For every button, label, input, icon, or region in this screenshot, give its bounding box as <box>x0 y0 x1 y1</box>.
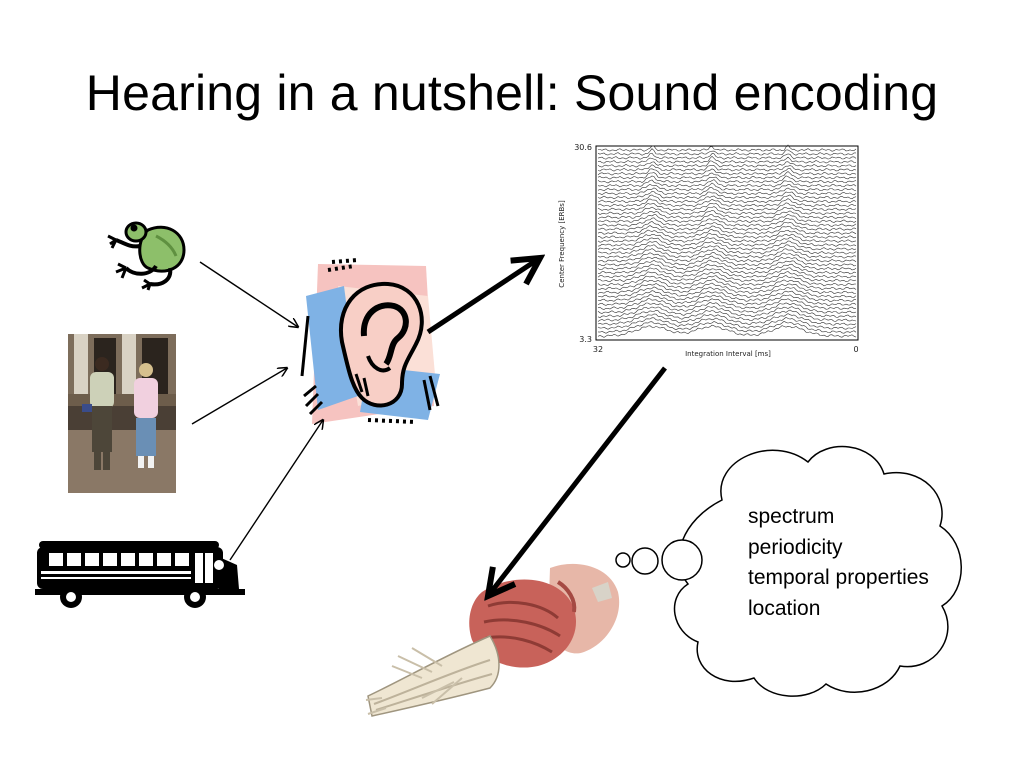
channel-trace <box>597 202 857 211</box>
channel-trace <box>597 233 857 243</box>
channel-trace <box>597 190 857 200</box>
y-axis-label: Center Frequency [ERBs] <box>558 200 566 288</box>
channel-trace <box>597 209 857 219</box>
channel-trace <box>597 160 857 168</box>
x-left-tick: 32 <box>593 345 603 354</box>
channel-trace <box>597 167 857 176</box>
channel-trace <box>597 267 857 279</box>
channel-trace <box>597 244 857 255</box>
arrow-frog-to-ear <box>199 261 298 327</box>
channel-trace <box>597 198 857 208</box>
channel-trace <box>597 324 857 338</box>
channel-trace <box>597 182 857 192</box>
thought-item-location: location <box>748 596 821 620</box>
channel-trace <box>597 298 856 310</box>
channel-trace <box>597 248 857 259</box>
channel-trace <box>597 313 857 326</box>
channel-trace <box>597 194 857 204</box>
people-photo <box>68 334 176 493</box>
channel-trace <box>597 229 857 239</box>
channel-trace <box>597 236 857 247</box>
channel-trace <box>597 252 857 263</box>
channel-trace <box>597 302 857 314</box>
thought-item-temporal-properties: temporal properties <box>748 566 929 589</box>
channel-trace <box>597 271 857 283</box>
channel-trace <box>597 175 857 184</box>
channel-trace <box>597 306 857 318</box>
channel-trace <box>598 144 857 152</box>
channel-trace <box>597 225 857 235</box>
channel-trace <box>597 155 857 164</box>
channel-trace <box>597 221 857 231</box>
channel-trace <box>597 259 857 271</box>
channel-trace <box>597 294 857 306</box>
thought-bubble-list: spectrum periodicity temporal properties… <box>748 502 929 624</box>
slide-title: Hearing in a nutshell: Sound encoding <box>85 65 939 121</box>
channel-trace <box>597 278 857 291</box>
arrow-people-to-ear <box>191 368 287 425</box>
x-axis-label: Integration Interval [ms] <box>685 350 771 358</box>
channel-trace <box>597 164 857 172</box>
channel-trace <box>597 282 857 294</box>
channel-trace <box>597 148 856 156</box>
arrow-ear-to-plot <box>426 258 540 335</box>
channel-trace <box>597 152 857 160</box>
ear-icon <box>300 258 440 424</box>
x-right-tick: 0 <box>853 345 858 354</box>
auditory-image-plot: 30.6 3.3 32 0 Integration Interval [ms] … <box>558 143 859 358</box>
thought-item-periodicity: periodicity <box>748 535 843 559</box>
channel-trace <box>597 186 857 196</box>
channel-trace <box>597 317 857 330</box>
channel-trace <box>597 263 857 275</box>
channel-trace <box>597 255 857 267</box>
channel-trace <box>597 179 857 188</box>
y-bottom-tick: 3.3 <box>579 335 592 344</box>
school-bus-icon <box>35 541 245 608</box>
frequency-channel-traces <box>597 144 857 338</box>
thought-item-spectrum: spectrum <box>748 505 835 528</box>
channel-trace <box>597 213 857 223</box>
channel-trace <box>597 171 857 180</box>
channel-trace <box>597 321 857 334</box>
channel-trace <box>597 240 857 251</box>
channel-trace <box>597 275 857 287</box>
channel-trace <box>597 206 857 215</box>
channel-trace <box>597 309 857 322</box>
y-top-tick: 30.6 <box>574 143 592 152</box>
brainstem-illustration <box>365 563 620 717</box>
channel-trace <box>597 290 857 302</box>
channel-trace <box>597 217 857 227</box>
channel-trace <box>597 286 857 298</box>
frog-icon <box>107 221 186 291</box>
